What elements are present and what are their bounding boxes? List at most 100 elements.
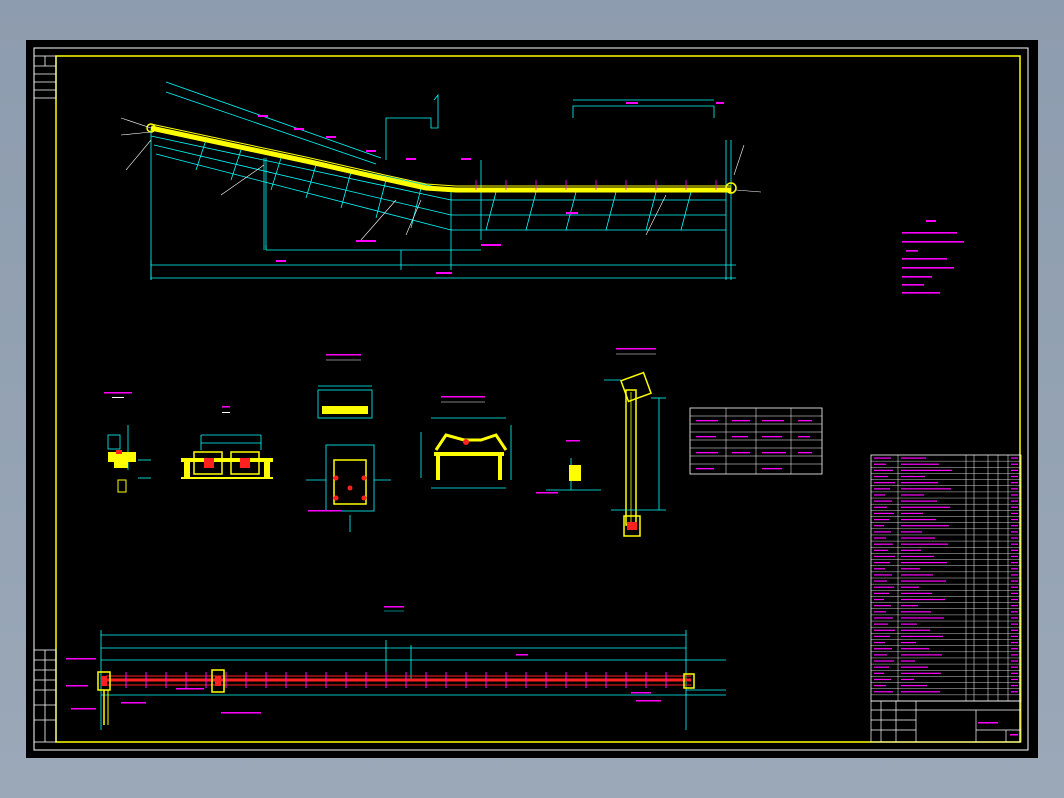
bom-cell-text xyxy=(1011,592,1018,594)
bom-cell-text xyxy=(874,500,892,502)
bom-cell-text xyxy=(1011,457,1018,459)
bom-cell-text xyxy=(1011,488,1018,490)
bom-cell-text xyxy=(874,475,888,478)
bom-cell-text xyxy=(874,562,890,564)
bom-cell-text xyxy=(901,641,916,644)
bom-cell-text xyxy=(901,525,949,527)
bom-cell-text xyxy=(901,648,929,650)
bom-cell-text xyxy=(901,666,928,668)
bom-cell-text xyxy=(1011,611,1018,613)
bom-cell-text xyxy=(901,475,925,478)
tail-detail xyxy=(104,392,151,493)
bom-cell-text xyxy=(874,488,890,490)
bom-cell-text xyxy=(874,555,895,558)
bom-cell-text xyxy=(1011,531,1018,533)
bom-cell-text xyxy=(1011,518,1018,521)
bom-cell-text xyxy=(1011,543,1018,545)
bom-cell-text xyxy=(901,537,935,539)
bom-cell-text xyxy=(874,457,891,459)
drawing-sheet[interactable] xyxy=(26,40,1038,758)
bom-cell-text xyxy=(901,482,938,484)
bom-cell-text xyxy=(874,691,893,693)
margin-box-top xyxy=(33,55,57,99)
bom-cell-text xyxy=(874,525,884,527)
spec-table xyxy=(689,407,823,475)
plan-view xyxy=(66,606,726,730)
bom-cell-text xyxy=(901,598,945,601)
bom-cell-text xyxy=(901,629,930,631)
column-detail xyxy=(604,348,666,537)
idler-detail xyxy=(420,396,512,489)
bom-cell-text xyxy=(874,641,885,644)
conveyor-belt xyxy=(150,125,731,193)
bom-cell-text xyxy=(901,555,934,558)
bom-cell-text xyxy=(874,660,894,662)
bom-cell-text xyxy=(874,678,891,681)
bom-cell-text xyxy=(901,463,939,465)
bom-cell-text xyxy=(901,457,926,459)
bom-cell-text xyxy=(874,543,893,545)
bom-cell-text xyxy=(874,685,886,687)
bom-cell-text xyxy=(901,506,950,508)
drive-detail xyxy=(181,406,273,479)
bom-cell-text xyxy=(874,512,894,515)
bom-cell-text xyxy=(1011,506,1018,508)
bom-cell-text xyxy=(901,549,921,551)
bom-cell-text xyxy=(901,635,943,638)
bom-cell-text xyxy=(874,654,887,656)
drawing-frame xyxy=(55,55,1021,743)
bom-cell-text xyxy=(901,623,917,625)
bom-cell-text xyxy=(1011,623,1018,625)
bom-cell-text xyxy=(1011,641,1018,644)
bom-cell-text xyxy=(1011,494,1018,496)
bom-cell-text xyxy=(1011,537,1018,539)
bom-cell-text xyxy=(901,494,924,496)
bom-cell-text xyxy=(1011,562,1018,564)
bom-cell-text xyxy=(901,488,951,490)
bom-cell-text xyxy=(874,568,885,570)
bracket-detail xyxy=(306,354,391,532)
bom-cell-text xyxy=(1011,598,1018,601)
bom-cell-text xyxy=(1011,629,1018,631)
bom-cell-text xyxy=(874,549,888,551)
bom-cell-text xyxy=(1011,469,1018,471)
bom-cell-text xyxy=(1011,549,1018,551)
bom-cell-text xyxy=(874,494,885,496)
bom-cell-text xyxy=(874,598,884,601)
bom-cell-text xyxy=(874,506,887,508)
bom-cell-text xyxy=(1011,555,1018,558)
bom-cell-text xyxy=(1011,463,1018,465)
bom-cell-text xyxy=(901,605,918,607)
bom-cell-text xyxy=(901,611,931,613)
bom-cell-text xyxy=(901,672,941,674)
bom-cell-text xyxy=(1011,574,1018,576)
bom-cell-text xyxy=(901,568,920,570)
bom-cell-text xyxy=(1011,648,1018,650)
bom-cell-text xyxy=(874,463,886,465)
bom-cell-text xyxy=(901,518,936,521)
bom-cell-text xyxy=(901,574,933,576)
bom-cell-text xyxy=(874,635,890,638)
bom-cell-text xyxy=(874,592,889,594)
bom-cell-text xyxy=(874,648,892,650)
title-block xyxy=(870,700,1022,743)
bom-cell-text xyxy=(901,543,948,545)
bom-cell-text xyxy=(1011,672,1018,674)
bom-cell-text xyxy=(1011,635,1018,638)
bom-cell-text xyxy=(874,482,895,484)
notes-block xyxy=(902,220,964,294)
bom-cell-text xyxy=(901,617,944,619)
bom-cell-text xyxy=(901,586,919,588)
bom-cell-text xyxy=(1011,482,1018,484)
bom-cell-text xyxy=(874,666,889,668)
bom-cell-text xyxy=(874,623,888,625)
bom-cell-text xyxy=(874,586,894,588)
bom-cell-text xyxy=(901,685,927,687)
bom-cell-text xyxy=(1011,605,1018,607)
bom-cell-text xyxy=(901,660,915,662)
bom-cell-text xyxy=(874,531,891,533)
bom-cell-text xyxy=(874,611,886,613)
bom-cell-text xyxy=(1011,660,1018,662)
bom-cell-text xyxy=(901,592,932,594)
